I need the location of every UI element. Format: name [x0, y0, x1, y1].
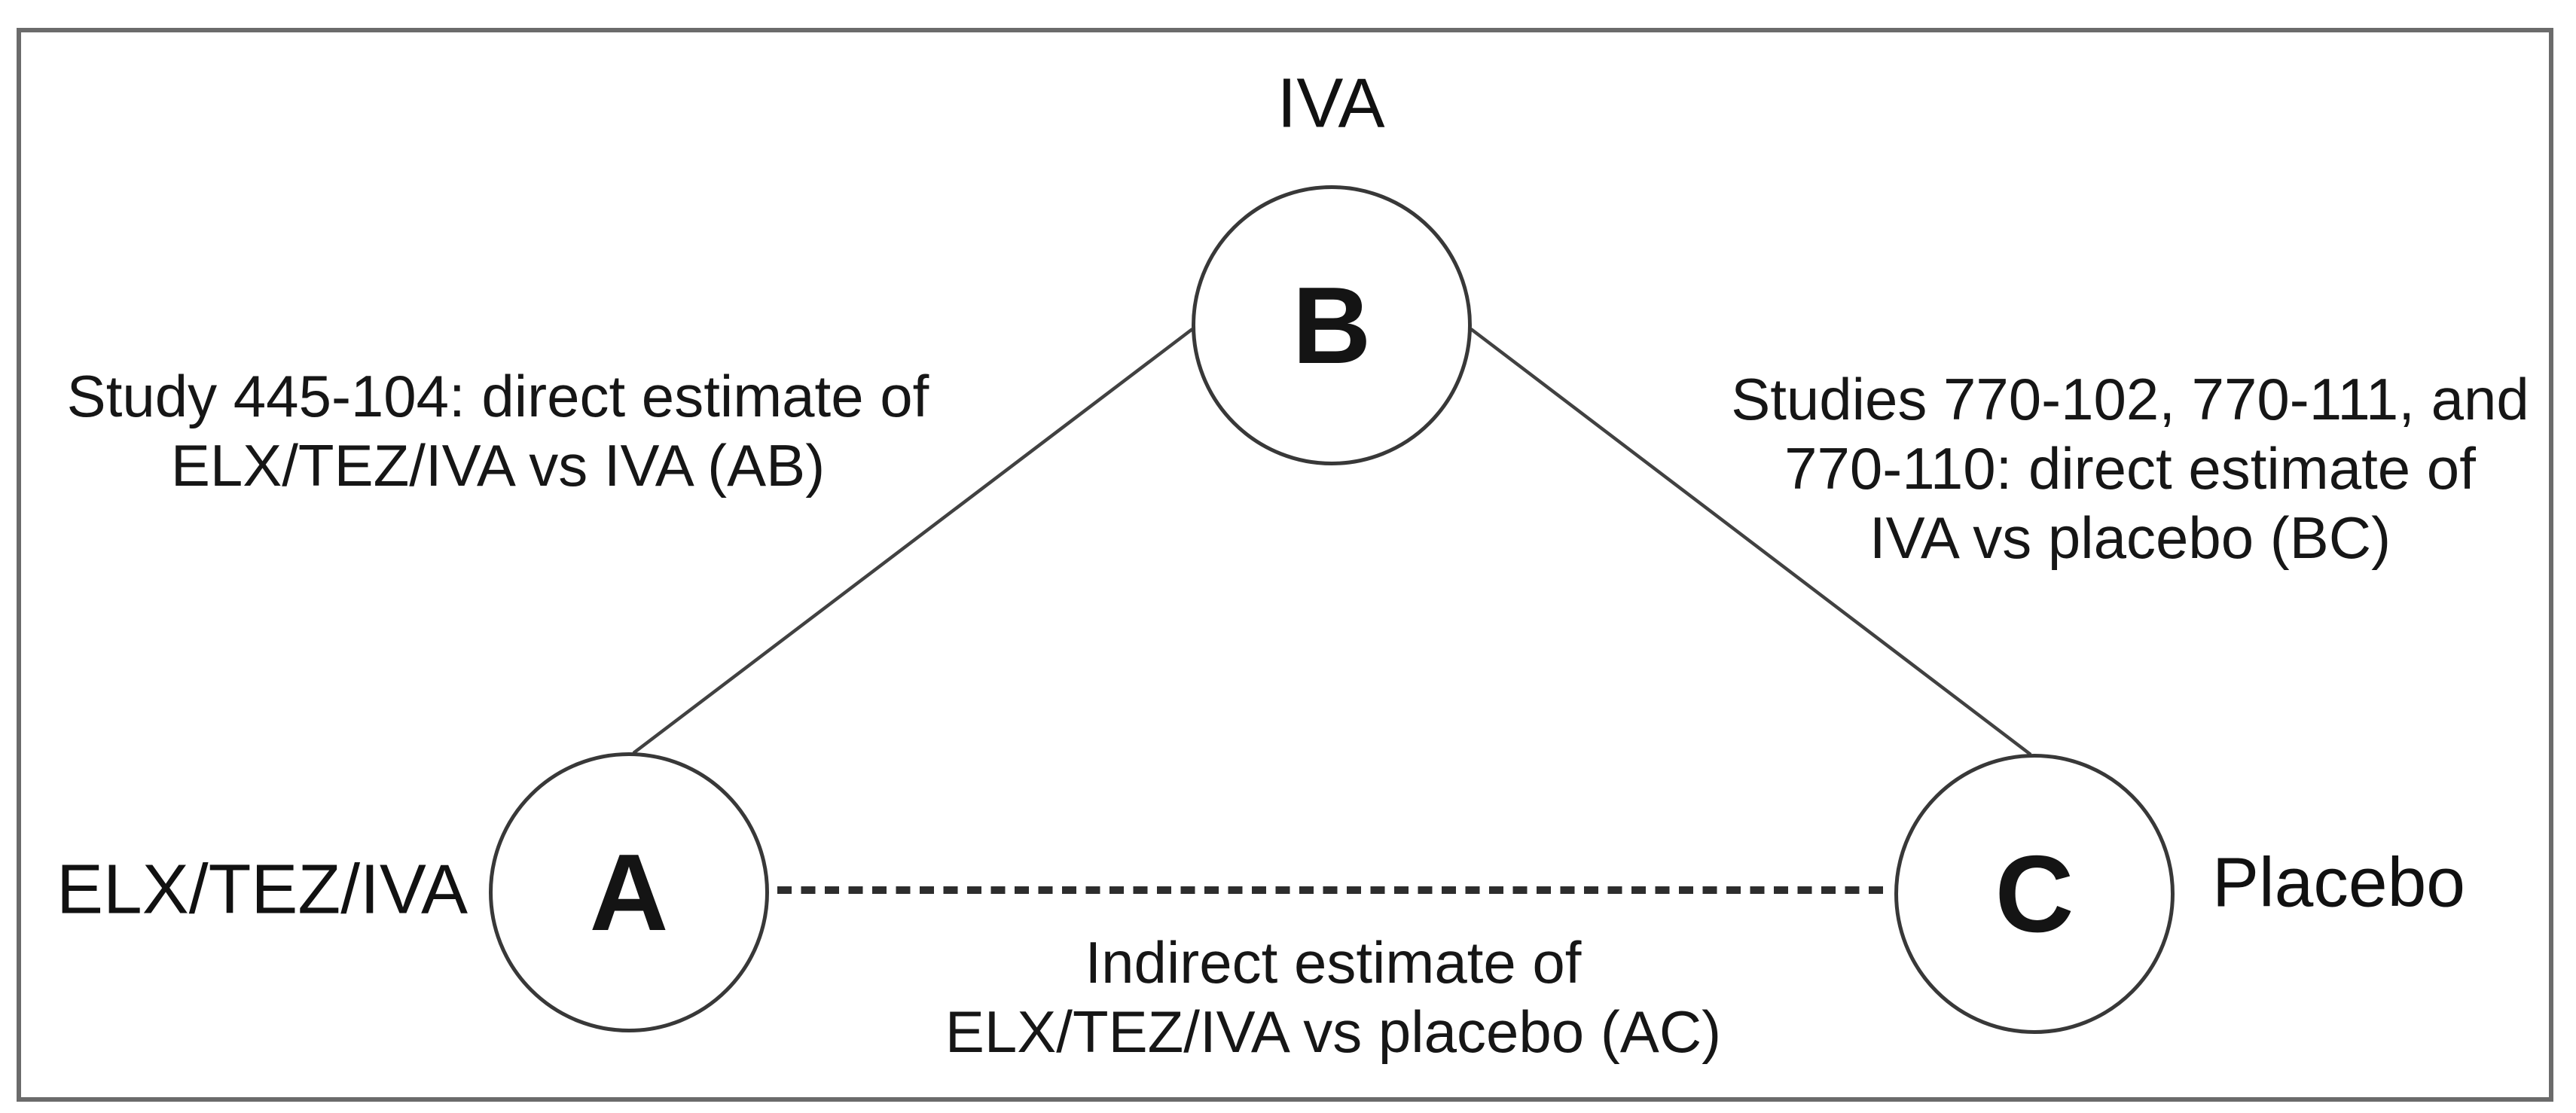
edge-ab-label: Study 445-104: direct estimate of ELX/TE… — [67, 361, 929, 500]
edge-ab-line — [632, 328, 1194, 755]
node-b-circle: B — [1192, 185, 1472, 465]
edge-ac-label-line: ELX/TEZ/IVA vs placebo (AC) — [945, 999, 1722, 1065]
node-b-letter: B — [1292, 264, 1372, 386]
node-a-circle: A — [489, 752, 769, 1032]
edge-ac-label: Indirect estimate of ELX/TEZ/IVA vs plac… — [945, 928, 1721, 1066]
node-c-label: Placebo — [2211, 843, 2466, 922]
node-c-circle: C — [1894, 754, 2175, 1034]
edge-bc-line — [1470, 328, 2032, 756]
edge-ab-label-line: Study 445-104: direct estimate of — [66, 363, 929, 429]
edge-ac-label-line: Indirect estimate of — [1085, 929, 1582, 996]
edge-ab-label-line: ELX/TEZ/IVA vs IVA (AB) — [170, 432, 826, 499]
node-c-letter: C — [1995, 832, 2074, 955]
node-a-label: ELX/TEZ/IVA — [56, 849, 469, 929]
node-b-label: IVA — [1277, 63, 1385, 142]
node-a-letter: A — [589, 831, 669, 953]
edge-bc-label-line: 770-110: direct estimate of — [1784, 435, 2476, 502]
edge-bc-label: Studies 770-102, 770-111, and 770-110: d… — [1731, 364, 2529, 572]
edge-bc-label-line: IVA vs placebo (BC) — [1869, 505, 2391, 571]
edge-bc-label-line: Studies 770-102, 770-111, and — [1731, 366, 2529, 432]
